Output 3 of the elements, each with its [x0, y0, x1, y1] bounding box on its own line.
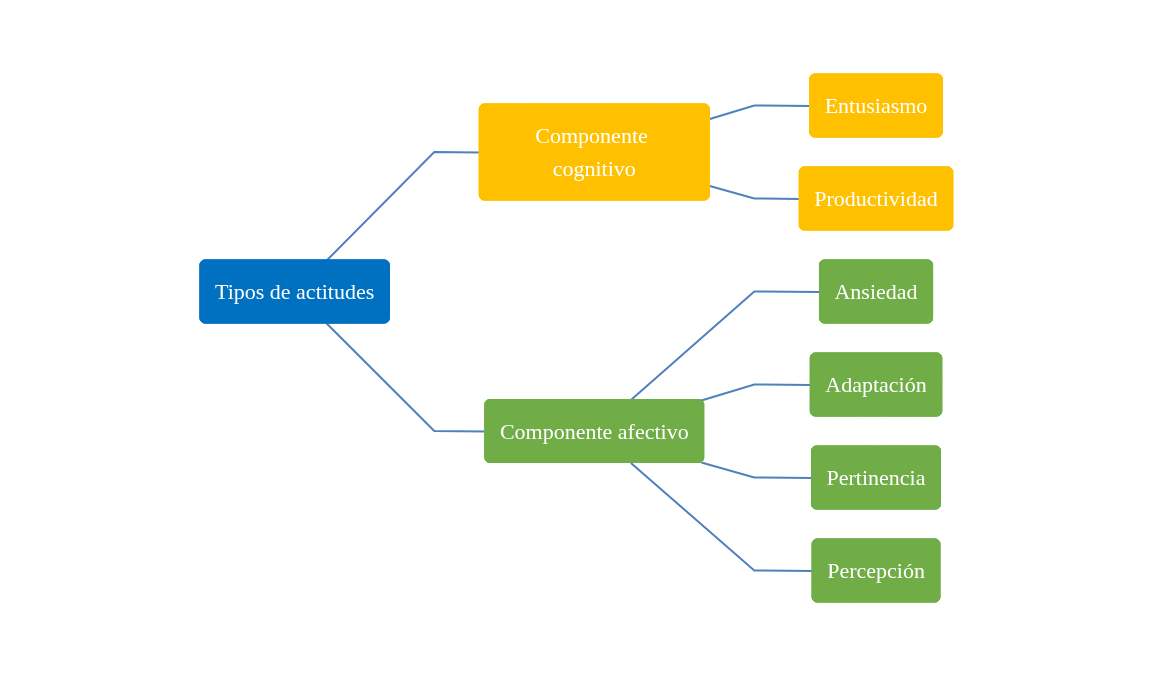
- connector: [708, 104, 811, 121]
- connector: [629, 290, 821, 401]
- connector: [700, 461, 813, 479]
